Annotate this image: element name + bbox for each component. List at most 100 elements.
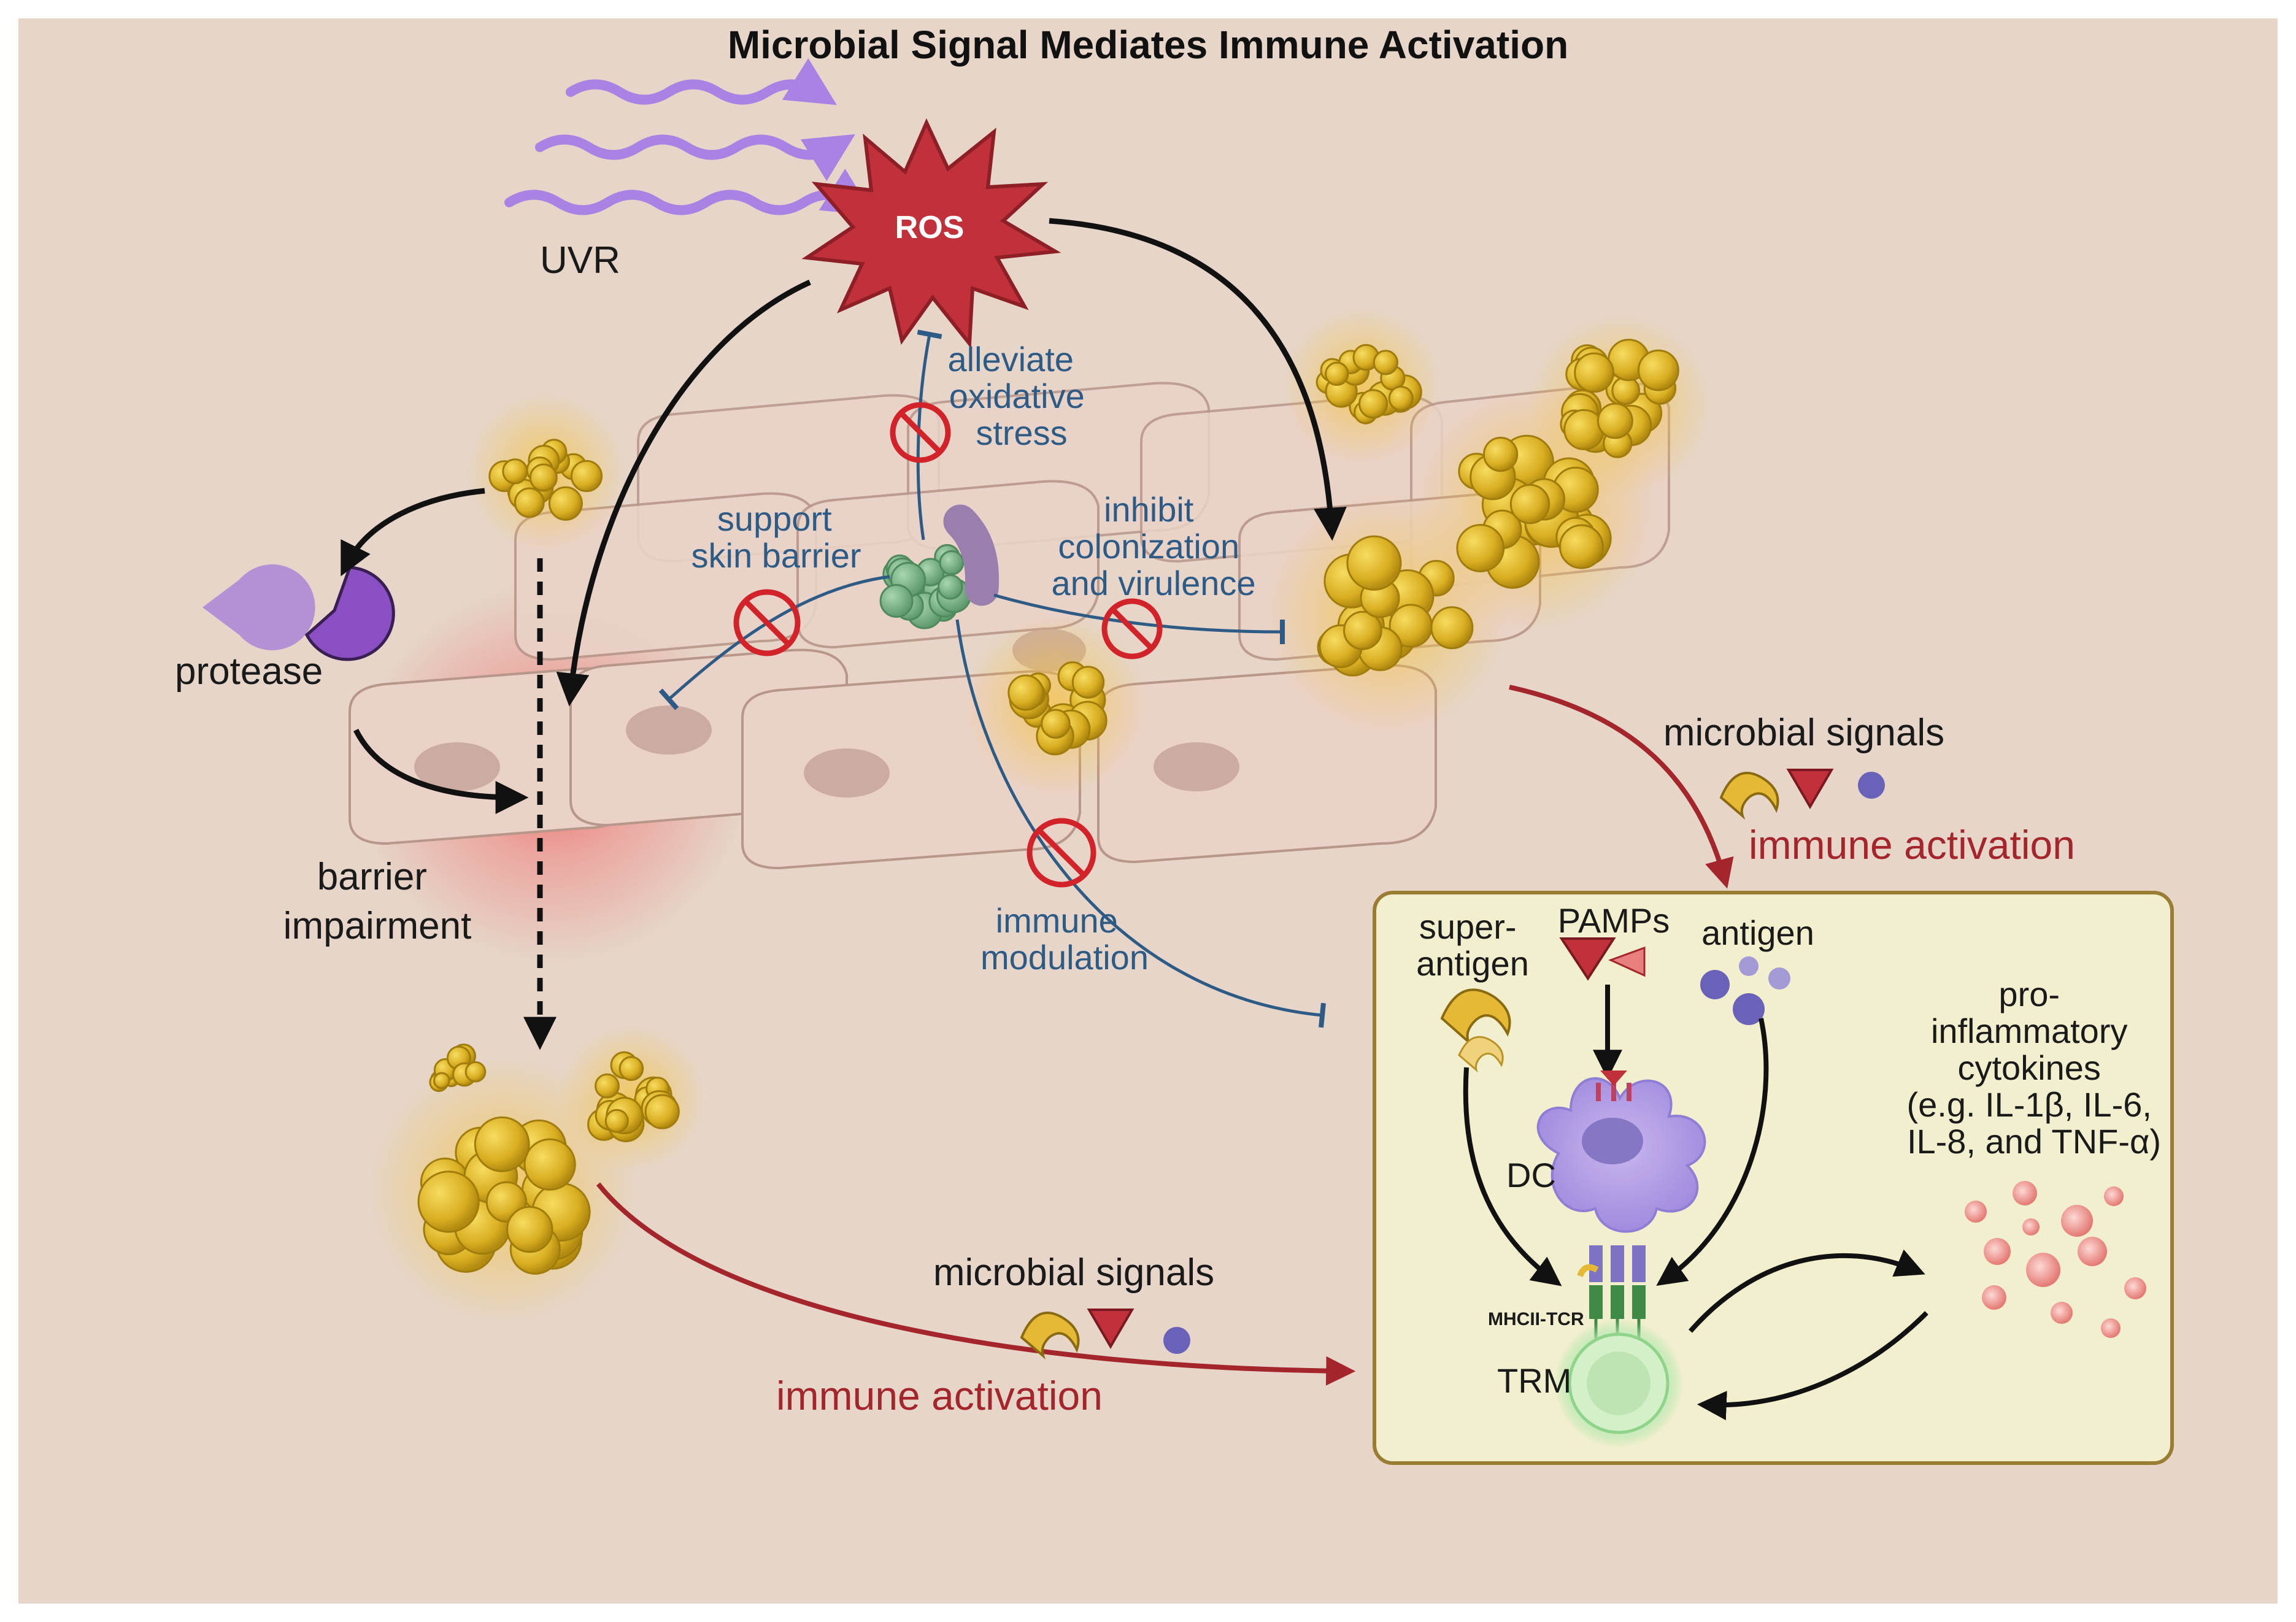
prohibit-icon [1027, 818, 1096, 888]
staph-coccus [502, 458, 528, 485]
activation-arrow-top [1509, 685, 1734, 889]
mhc-tcr-complex [1577, 1245, 1646, 1347]
trm-nucleus [1587, 1351, 1651, 1415]
inhibit-colonization-label: inhibit colonization and virulence [1051, 490, 1255, 602]
trm-label: TRM [1497, 1361, 1571, 1400]
immune-activation-label-bottom: immune activation [776, 1373, 1103, 1418]
ros-to-barrier-arrow [556, 279, 811, 707]
cytokine-dot [2124, 1277, 2146, 1299]
impairment-line: impairment [283, 905, 472, 947]
staph-coccus [1638, 349, 1679, 391]
staph-coccus [644, 1094, 680, 1129]
staph-coccus [529, 463, 558, 492]
alleviate-oxidative-stress-label: alleviate oxidative stress [947, 340, 1094, 452]
support-skin-barrier-label: support skin barrier [691, 499, 861, 575]
barrier-line: barrier [317, 856, 427, 898]
staph-coccus [523, 1138, 576, 1191]
nucleus [414, 742, 500, 791]
staph-coccus [417, 1170, 480, 1233]
staph-coccus [1388, 385, 1414, 412]
cytokine-dot [2022, 1218, 2040, 1236]
superantigen-icon [1719, 772, 1779, 820]
barrier-impairment-label: barrier impairment [283, 856, 472, 947]
cytokine-dot [2051, 1302, 2073, 1324]
prohibit-icon [733, 589, 801, 656]
protease-label: protease [175, 650, 323, 693]
cytokine-dot [2101, 1318, 2121, 1338]
antigen-to-tcr-arrow [1656, 1018, 1769, 1286]
staph-clusters [417, 339, 1679, 1275]
staph-coccus [464, 1061, 487, 1083]
dc-label: DC [1506, 1156, 1556, 1194]
ros-burst: ROS [801, 118, 1061, 349]
pamp-icon-bound [1600, 1070, 1627, 1086]
signal-icons-top [1719, 769, 1885, 820]
antigen-icon [1733, 993, 1765, 1025]
commensal-coccus [879, 584, 914, 618]
staph-coccus [1358, 389, 1389, 419]
staph-coccus [1483, 437, 1519, 472]
protease-icon [202, 564, 395, 661]
staph-coccus [1346, 535, 1402, 591]
cytokine-dot [2104, 1186, 2124, 1206]
commensal-rod [943, 504, 1000, 606]
pamp-icon [1087, 1309, 1135, 1349]
staph-coccus [1430, 606, 1474, 650]
ros-label: ROS [895, 210, 965, 245]
staph-coccus [506, 1205, 553, 1253]
mhc-tcr-label: MHCII-TCR [1488, 1309, 1584, 1329]
antigen-icon [1768, 967, 1790, 990]
ros-to-staph-arrow [1049, 218, 1347, 541]
staph-coccus [474, 1116, 530, 1172]
cytokine-dot [2078, 1237, 2107, 1266]
pamp-icon-large [1559, 937, 1616, 981]
cytokine-dot [1984, 1238, 2011, 1265]
commensal-coccus [939, 550, 965, 575]
uvr-waves [504, 58, 874, 216]
staph-coccus [1071, 666, 1105, 699]
activation-arrow-bottom [596, 1182, 1356, 1386]
inhibit-oxidative-line [916, 329, 942, 540]
prohibit-icon [890, 402, 951, 463]
superantigen-icon [1020, 1312, 1080, 1360]
nucleus [804, 748, 890, 798]
cytokine-dot [2061, 1205, 2093, 1237]
cytokine-dot [2013, 1181, 2037, 1205]
protease-to-barrier-arrow [353, 728, 529, 814]
dc-nucleus [1582, 1118, 1643, 1164]
microbial-signals-label-top: microbial signals [1663, 712, 1944, 754]
pamps-label: PAMPs [1558, 901, 1670, 940]
staph-to-protease-arrow [341, 488, 485, 577]
staph-coccus [595, 1073, 620, 1099]
dendritic-cell [1536, 1070, 1706, 1233]
prohibition-signs [733, 402, 1163, 888]
staph-coccus [618, 1056, 644, 1082]
cytokine-dot [1965, 1201, 1987, 1223]
superantigen-to-tcr-arrow [1463, 1067, 1562, 1286]
antigen-icons [1700, 956, 1790, 1025]
staph-coccus [514, 487, 545, 518]
commensal-cluster [879, 544, 971, 629]
staph-coccus [604, 1109, 629, 1133]
staph-coccus [1574, 352, 1614, 393]
immune-response-box [1373, 891, 2174, 1465]
cytokines-to-trm-arrow [1697, 1311, 1928, 1421]
superantigen-icon-small [1458, 1036, 1504, 1073]
antigen-icon [1700, 970, 1730, 999]
immune-activation-label-top: immune activation [1749, 822, 2075, 867]
signal-icons-bottom [1020, 1309, 1190, 1360]
staph-coccus [570, 459, 603, 493]
cytokine-dot [1982, 1285, 2006, 1310]
staph-coccus [548, 486, 583, 521]
staph-coccus [1343, 610, 1382, 650]
antigen-icon [1739, 956, 1759, 976]
staph-coccus [1373, 350, 1398, 375]
staph-coccus [1041, 709, 1071, 739]
box-flow-arrows [1463, 985, 1928, 1421]
inhibit-colonization-line [993, 593, 1285, 645]
antigen-icon [1858, 772, 1885, 799]
superantigen-icon-large [1440, 988, 1511, 1046]
staph-coccus [1611, 376, 1641, 405]
antigen-icon [1163, 1327, 1190, 1354]
